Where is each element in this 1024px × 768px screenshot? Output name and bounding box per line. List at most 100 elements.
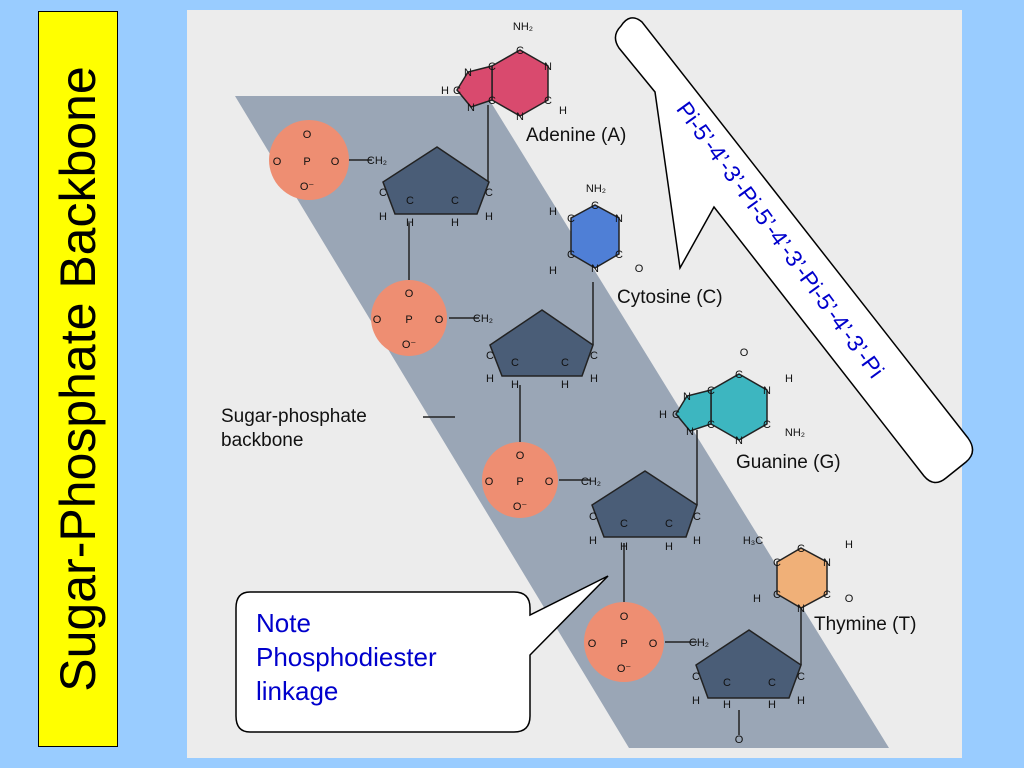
atom-label: NH₂: [785, 427, 805, 439]
atom-label: O: [373, 314, 382, 326]
sugar-ring-4: [695, 629, 802, 699]
atom-label: CH₂: [367, 155, 387, 167]
atom-label: P: [516, 476, 523, 488]
atom-label: CH₂: [689, 637, 709, 649]
atom-label: N: [797, 603, 805, 615]
atom-label: N: [763, 385, 771, 397]
atom-label: NH₂: [513, 21, 533, 33]
atom-label: C: [488, 61, 496, 73]
atom-label: C: [486, 350, 494, 362]
atom-label: O: [735, 734, 744, 746]
atom-label: N: [467, 102, 475, 114]
label-guanine: Guanine (G): [736, 452, 841, 473]
thymine-molecule: [776, 547, 828, 609]
atom-label: H: [441, 85, 449, 97]
atom-label: N: [464, 67, 472, 79]
atom-label: H: [723, 699, 731, 711]
atom-label: C: [768, 677, 776, 689]
label-cytosine: Cytosine (C): [617, 287, 723, 308]
atom-label: C: [567, 249, 575, 261]
atom-label: C: [707, 385, 715, 397]
atom-label: NH₂: [586, 183, 606, 195]
note-callout-text: Note Phosphodiester linkage: [256, 606, 516, 708]
atom-label: O: [545, 476, 554, 488]
atom-label: O: [485, 476, 494, 488]
atom-label: C: [485, 187, 493, 199]
atom-label: O: [740, 347, 749, 359]
atom-label: C: [723, 677, 731, 689]
atom-label: C: [823, 589, 831, 601]
atom-label: H: [785, 373, 793, 385]
atom-label: C: [763, 419, 771, 431]
sequence-callout-bubble: [614, 17, 974, 484]
atom-label: H: [665, 541, 673, 553]
atom-label: H: [549, 265, 557, 277]
atom-label: H: [797, 695, 805, 707]
sugar-ring-2: [489, 309, 594, 377]
atom-label: O⁻: [513, 501, 528, 513]
atom-label: O: [649, 638, 658, 650]
backbone-label-line1: Sugar-phosphate: [221, 406, 367, 427]
atom-label: O: [588, 638, 597, 650]
atom-label: C: [511, 357, 519, 369]
atom-label: H₃C: [743, 535, 763, 547]
atom-label: O⁻: [402, 339, 417, 351]
atom-label: P: [303, 156, 310, 168]
phosphate-group-1: [269, 120, 349, 200]
label-thymine: Thymine (T): [814, 614, 916, 635]
atom-label: C: [773, 557, 781, 569]
atom-label: H: [590, 373, 598, 385]
atom-label: N: [735, 435, 743, 447]
label-adenine: Adenine (A): [526, 125, 626, 146]
note-line-2: Phosphodiester: [256, 642, 437, 672]
atom-label: C: [692, 671, 700, 683]
atom-label: C: [735, 369, 743, 381]
atom-label: H: [549, 206, 557, 218]
atom-label: H: [451, 217, 459, 229]
note-callout-bubble: [235, 575, 609, 733]
guanine-molecule: [675, 373, 768, 441]
atom-label: H: [659, 409, 667, 421]
atom-label: N: [823, 557, 831, 569]
backbone-band: [235, 96, 889, 748]
atom-label: N: [544, 61, 552, 73]
atom-label: N: [516, 111, 524, 123]
phosphate-group-4: [584, 602, 664, 682]
atom-label: N: [591, 263, 599, 275]
atom-label: C: [797, 543, 805, 555]
atom-label: C: [453, 85, 461, 97]
atom-label: H: [406, 217, 414, 229]
atom-label: O⁻: [617, 663, 632, 675]
phosphate-group-3: [482, 442, 558, 518]
atom-label: O: [303, 129, 312, 141]
atom-label: H: [561, 379, 569, 391]
atom-label: C: [773, 589, 781, 601]
atom-label: O: [620, 611, 629, 623]
atom-label: H: [692, 695, 700, 707]
atom-label: C: [561, 357, 569, 369]
sugar-ring-3: [591, 470, 698, 538]
atom-label: C: [665, 518, 673, 530]
atom-label: O: [516, 450, 525, 462]
atom-label: C: [379, 187, 387, 199]
note-line-3: linkage: [256, 676, 339, 706]
atom-label: P: [620, 638, 627, 650]
atom-label: C: [615, 249, 623, 261]
atom-label: O: [273, 156, 282, 168]
backbone-label-line2: backbone: [221, 430, 303, 451]
atom-label: P: [405, 314, 412, 326]
backbone-bonds: [347, 105, 802, 735]
atom-label: H: [486, 373, 494, 385]
atom-label: C: [451, 195, 459, 207]
atom-label: O: [331, 156, 340, 168]
atom-label: H: [693, 535, 701, 547]
atom-label: C: [516, 45, 524, 57]
atom-label: H: [845, 539, 853, 551]
atom-label: H: [485, 211, 493, 223]
atom-label: H: [511, 379, 519, 391]
atom-label: C: [797, 671, 805, 683]
atom-label: C: [672, 409, 680, 421]
